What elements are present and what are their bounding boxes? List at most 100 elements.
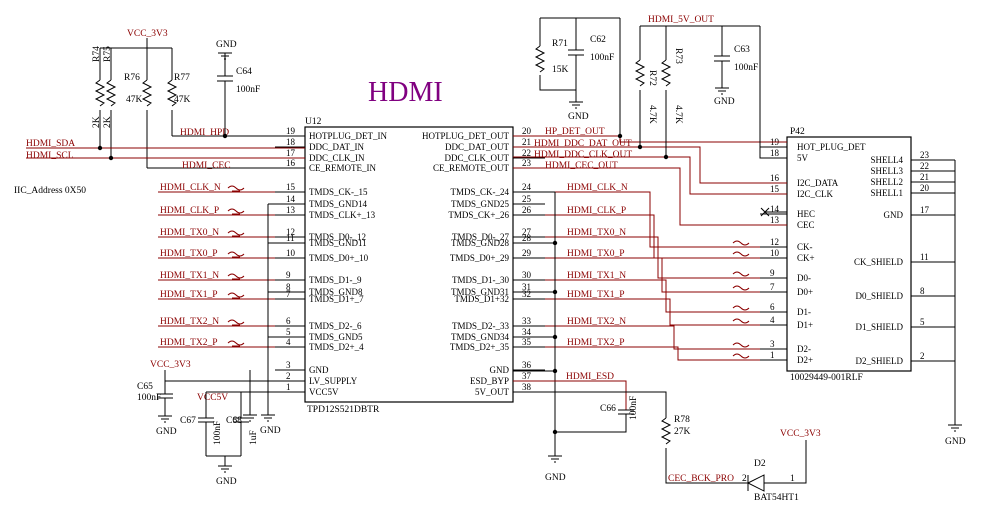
u12-part: TPD12S521DBTR — [307, 405, 380, 415]
c64-symbol — [217, 52, 233, 95]
u12-pin-number: 13 — [286, 205, 296, 215]
u12-pin-number: 30 — [522, 270, 532, 280]
p42-shield-gnd-bus — [911, 159, 956, 425]
u12-pin-name: TMDS_D0-_12 — [309, 232, 366, 242]
p42-part: 10029449-001RLF — [790, 373, 863, 383]
u12-pin-name: TMDS_CK+_26 — [448, 210, 509, 220]
u12-pin-name: HOTPLUG_DET_OUT — [422, 131, 509, 141]
p42-pin-name: D0+ — [797, 287, 813, 297]
hdmi-esd-label: HDMI_ESD — [566, 372, 614, 382]
u12-pin-name: TMDS_GND11 — [309, 238, 367, 248]
gnd-symbol — [158, 415, 172, 423]
u12-pin-number: 37 — [522, 371, 532, 381]
u12-pin-name: VCC5V — [309, 387, 339, 397]
p42-pin-name: CK+ — [797, 253, 815, 263]
c62-value: 100nF — [590, 53, 614, 63]
tmds-out-wire — [545, 257, 760, 293]
r76-value: 47K — [126, 95, 143, 105]
u12-pin-name: TMDS_D2+_4 — [309, 342, 364, 352]
p42-pin-number: 13 — [770, 215, 780, 225]
r78-value: 27K — [674, 427, 691, 437]
gnd-label-c63: GND — [714, 97, 735, 107]
p42-pin-number: 3 — [770, 339, 775, 349]
u12-pin-name: TMDS_D1+32 — [454, 294, 509, 304]
u12-pin-number: 34 — [522, 327, 532, 337]
pullup-resistor-symbols — [94, 79, 178, 107]
diff-pair-marker — [227, 230, 245, 237]
u12-pin-name: TMDS_GND34 — [451, 332, 510, 342]
diff-pair-marker — [227, 340, 245, 347]
schematic-title: HDMI — [368, 77, 443, 108]
p42-pin-name: HEC — [797, 209, 815, 219]
p42-pin-number: 12 — [770, 237, 779, 247]
p42-pin-number: 21 — [920, 172, 929, 182]
iic-address-note: IIC_Address 0X50 — [14, 186, 86, 196]
p42-pin-number: 22 — [920, 161, 929, 171]
p42-pin-name: D2+ — [797, 355, 813, 365]
diff-pair-marker — [227, 208, 245, 215]
gnd-label-u12-right: GND — [545, 473, 566, 483]
d2-ref: D2 — [754, 459, 766, 469]
gnd-symbol — [548, 455, 562, 463]
hdmi-hpd-label: HDMI_HPD — [180, 128, 229, 138]
junction — [552, 240, 558, 246]
ddc-dat-out-label: HDMI_DDC_DAT_OUT — [534, 139, 632, 149]
p42-pin-name: CK- — [797, 242, 813, 252]
r78-symbol — [660, 417, 748, 484]
tmds-out-label: HDMI_CLK_P — [567, 206, 626, 216]
junction — [552, 289, 558, 295]
hp-det-out-wire — [513, 135, 787, 143]
tmds-out-label: HDMI_TX0_N — [567, 228, 626, 238]
r71-c62-network — [534, 17, 620, 102]
tmds-out-label: HDMI_TX1_N — [567, 271, 626, 281]
u12-pin-name: TMDS_GND25 — [451, 199, 510, 209]
tmds-out-wire — [545, 191, 760, 248]
r71-value: 15K — [552, 65, 569, 75]
u12-pin-number: 14 — [286, 194, 296, 204]
c67-value: 100nF — [213, 421, 223, 445]
gnd-label-u12-left: GND — [260, 426, 281, 436]
u12-pin-number: 12 — [286, 227, 295, 237]
u12-pin-name: TMDS_D1-_30 — [452, 275, 510, 285]
p42-pin-name: D1- — [797, 307, 811, 317]
r73-value: 4.7K — [673, 105, 683, 124]
u12-pin-number: 2 — [286, 371, 291, 381]
gnd-label-c65: GND — [156, 427, 177, 437]
u12-pin-name: DDC_CLK_OUT — [445, 153, 510, 163]
p42-pin-name: D0- — [797, 273, 811, 283]
p42-pin-name: SHELL4 — [871, 155, 904, 165]
cec-bck-pro-label: CEC_BCK_PRO — [668, 474, 734, 484]
p42-pin-name: D2- — [797, 344, 811, 354]
u12-pin-number: 36 — [522, 360, 532, 370]
u12-pin-number: 23 — [522, 158, 532, 168]
p42-pin-name: HOT_PLUG_DET — [797, 142, 866, 152]
u12-pin-name: TMDS_D2+_35 — [450, 342, 510, 352]
junction — [663, 154, 669, 160]
u12-pin-name: TMDS_D2-_33 — [452, 321, 510, 331]
hdmi-sda-label: HDMI_SDA — [26, 139, 75, 149]
diff-pair-marker — [227, 251, 245, 258]
tmds-in-label: HDMI_TX0_P — [160, 249, 218, 259]
cec-out-wire — [513, 167, 787, 226]
junction — [108, 155, 114, 161]
p42-pin-name: D1+ — [797, 320, 813, 330]
tmds-in-label: HDMI_TX2_P — [160, 338, 218, 348]
u12-pin-name: TMDS_D1-_9 — [309, 275, 362, 285]
tmds-out-wire — [545, 325, 760, 350]
u12-pin-number: 33 — [522, 316, 532, 326]
u12-pin-number: 1 — [286, 382, 291, 392]
p42-pin-name: D2_SHIELD — [856, 356, 904, 366]
c66-ref: C66 — [600, 404, 616, 414]
tmds-out-label: HDMI_TX2_N — [567, 317, 626, 327]
esd-wire — [513, 380, 627, 410]
u12-pin-name: TMDS_GND31 — [451, 287, 509, 297]
diff-pair-marker — [732, 353, 750, 359]
c65-value: 100nF — [137, 393, 161, 403]
c65-symbol — [157, 370, 305, 416]
tmds-in-label: HDMI_TX0_N — [160, 228, 219, 238]
p42-ref: P42 — [790, 127, 805, 137]
diff-pair-marker — [732, 271, 750, 277]
p42-pin-number: 10 — [770, 248, 780, 258]
gnd-symbol — [715, 87, 729, 95]
